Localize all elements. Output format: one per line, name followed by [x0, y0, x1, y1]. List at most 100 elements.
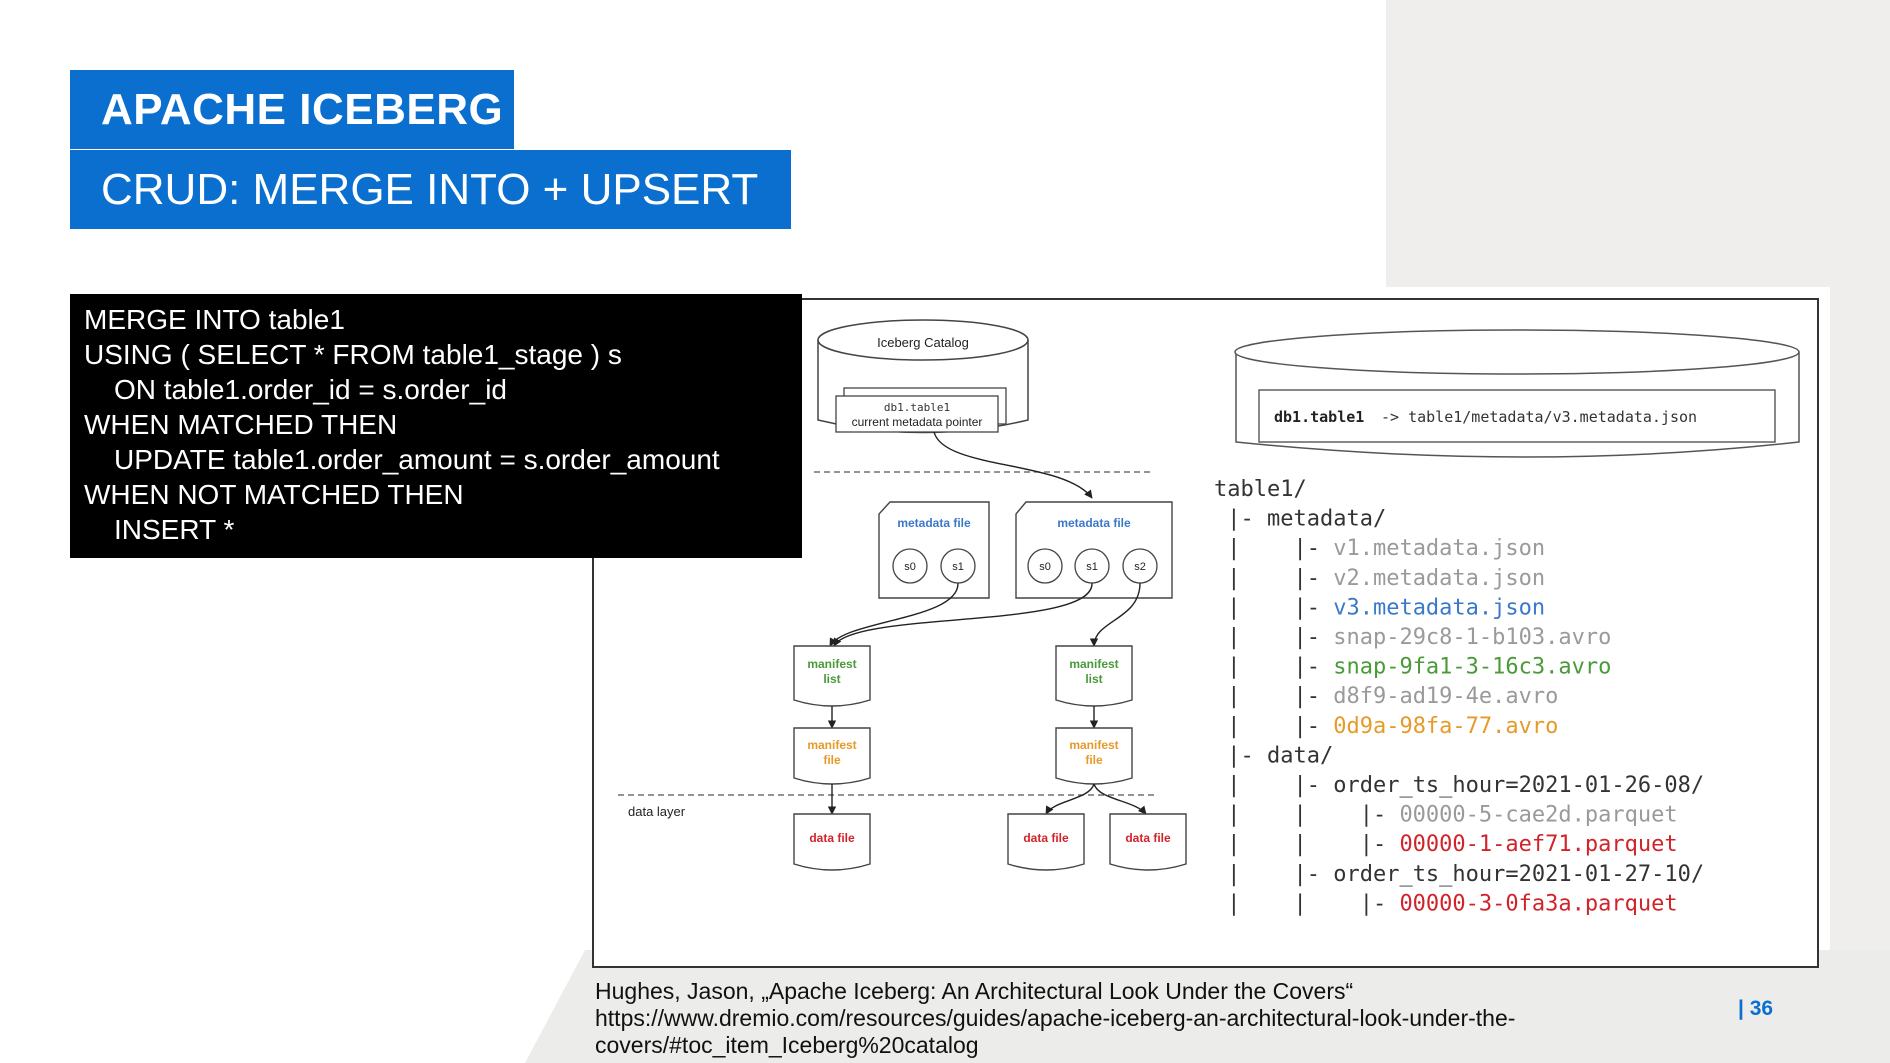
data-file-label: data file — [1023, 831, 1069, 845]
catalog-label: Iceberg Catalog — [877, 335, 969, 350]
snapshot-s2: s2 — [1134, 561, 1146, 573]
data-file-label: data file — [809, 831, 855, 845]
data-file-2: data file — [1007, 813, 1085, 871]
tree-row: | |- v1.metadata.json — [1214, 536, 1545, 561]
manifest-file-1: manifest file — [793, 727, 871, 785]
citation-url-cont[interactable]: covers/#toc_item_Iceberg%20catalog — [595, 1032, 979, 1058]
tree-row-name: snap-9fa1-3-16c3.avro — [1333, 655, 1611, 680]
tree-row-prefix: |- — [1214, 743, 1267, 768]
tree-row-name: v1.metadata.json — [1333, 536, 1545, 561]
tree-row-prefix: | |- — [1214, 862, 1333, 887]
tree-row-prefix: | |- — [1214, 595, 1333, 620]
background-footer-band — [585, 950, 1890, 1063]
manifest-list-label-1: manifest — [807, 657, 856, 671]
tree-row-name: d8f9-ad19-4e.avro — [1333, 684, 1558, 709]
background-footer-slant — [525, 950, 585, 1063]
background-panel-top-right — [1386, 0, 1890, 287]
tree-row-name: 0d9a-98fa-77.avro — [1333, 714, 1558, 739]
tree-row: table1/ — [1214, 477, 1307, 502]
data-file-label: data file — [1125, 831, 1171, 845]
tree-row-name: order_ts_hour=2021-01-26-08/ — [1333, 773, 1704, 798]
tree-row-name: snap-29c8-1-b103.avro — [1333, 625, 1611, 650]
tree-row: | |- order_ts_hour=2021-01-27-10/ — [1214, 862, 1704, 887]
manifest-list-1: manifest list — [793, 645, 871, 707]
tree-row-prefix: | |- — [1214, 714, 1333, 739]
pointer-key: db1.table1 — [1274, 408, 1364, 426]
svg-text:file: file — [1085, 753, 1103, 767]
tree-row-prefix: | | |- — [1214, 891, 1399, 916]
svg-text:file: file — [823, 753, 841, 767]
manifest-file-2: manifest file — [1055, 727, 1133, 785]
metadata-file-label: metadata file — [897, 516, 971, 530]
tree-row-prefix: |- — [1214, 507, 1267, 532]
tree-row: | |- v2.metadata.json — [1214, 566, 1545, 591]
catalog-table-label: db1.table1 — [884, 401, 950, 414]
citation-url[interactable]: https://www.dremio.com/resources/guides/… — [595, 1005, 1516, 1031]
data-file-3: data file — [1109, 813, 1187, 871]
citation-author-title: Hughes, Jason, „Apache Iceberg: An Archi… — [595, 978, 1354, 1004]
tree-row: | |- 0d9a-98fa-77.avro — [1214, 714, 1558, 739]
snapshot-s1: s1 — [1086, 561, 1098, 573]
code-line: UPDATE table1.order_amount = s.order_amo… — [114, 444, 720, 475]
tree-row: | | |- 00000-3-0fa3a.parquet — [1214, 891, 1678, 916]
slide-subtitle: CRUD: MERGE INTO + UPSERT — [70, 150, 791, 229]
tree-row: | |- snap-29c8-1-b103.avro — [1214, 625, 1611, 650]
metadata-file-1: metadata file s0 s1 — [878, 501, 990, 599]
tree-row: |- metadata/ — [1214, 507, 1386, 532]
code-line: USING ( SELECT * FROM table1_stage ) s — [84, 339, 622, 370]
catalog-pointer-label: current metadata pointer — [852, 415, 983, 429]
background-panel-right — [1830, 287, 1890, 957]
pointer-value: -> table1/metadata/v3.metadata.json — [1381, 408, 1697, 426]
tree-row-prefix: | | |- — [1214, 803, 1399, 828]
metadata-file-label: metadata file — [1057, 516, 1131, 530]
tree-row: | |- v3.metadata.json — [1214, 595, 1545, 620]
tree-row-prefix: | |- — [1214, 566, 1333, 591]
snapshot-s0: s0 — [904, 561, 916, 573]
code-line: WHEN NOT MATCHED THEN — [84, 479, 464, 510]
tree-row: | | |- 00000-5-cae2d.parquet — [1214, 803, 1678, 828]
manifest-list-label-1: manifest — [1069, 657, 1118, 671]
code-line: WHEN MATCHED THEN — [84, 409, 398, 440]
svg-text:manifest: manifest — [1069, 738, 1118, 752]
file-tree: table1/ |- metadata/ | |- v1.metadata.js… — [1214, 477, 1704, 916]
page-number: | 36 — [1738, 997, 1774, 1020]
tree-row-prefix: table1/ — [1214, 477, 1307, 502]
tree-row-name: 00000-3-0fa3a.parquet — [1399, 891, 1677, 916]
diagram-canvas: Iceberg Catalog db1.table1 current metad… — [618, 319, 1800, 916]
tree-row-name: order_ts_hour=2021-01-27-10/ — [1333, 862, 1704, 887]
tree-row-prefix: | |- — [1214, 625, 1333, 650]
tree-row-prefix: | | |- — [1214, 832, 1399, 857]
snapshot-s0: s0 — [1039, 561, 1051, 573]
tree-row: | |- order_ts_hour=2021-01-26-08/ — [1214, 773, 1704, 798]
merge-into-code-block: MERGE INTO table1 USING ( SELECT * FROM … — [70, 294, 802, 558]
slide-title: APACHE ICEBERG — [70, 70, 514, 149]
tree-row-name: data/ — [1267, 743, 1333, 768]
tree-row-name: 00000-1-aef71.parquet — [1399, 832, 1677, 857]
tree-row-name: metadata/ — [1267, 507, 1386, 532]
tree-row: | | |- 00000-1-aef71.parquet — [1214, 832, 1678, 857]
pointer-arrow — [933, 431, 1093, 499]
tree-row: | |- snap-9fa1-3-16c3.avro — [1214, 655, 1611, 680]
svg-text:manifest: manifest — [807, 738, 856, 752]
tree-row-prefix: | |- — [1214, 536, 1333, 561]
data-file-1: data file — [793, 813, 871, 871]
tree-row-prefix: | |- — [1214, 684, 1333, 709]
tree-row-name: v3.metadata.json — [1333, 595, 1545, 620]
code-line: MERGE INTO table1 — [84, 304, 345, 335]
tree-row-prefix: | |- — [1214, 773, 1333, 798]
snapshot-s1: s1 — [952, 561, 964, 573]
manifest-list-2: manifest list — [1055, 645, 1133, 707]
metastore-cylinder: db1.table1 -> table1/metadata/v3.metadat… — [1234, 329, 1800, 458]
tree-row: | |- d8f9-ad19-4e.avro — [1214, 684, 1558, 709]
metadata-file-2: metadata file s0 s1 s2 — [1015, 501, 1173, 599]
iceberg-catalog: Iceberg Catalog db1.table1 current metad… — [817, 319, 1029, 434]
manifest-list-label-2: list — [823, 672, 840, 686]
tree-row: |- data/ — [1214, 743, 1333, 768]
data-layer-label: data layer — [628, 804, 686, 819]
tree-row-name: 00000-5-cae2d.parquet — [1399, 803, 1677, 828]
code-line: INSERT * — [114, 514, 235, 545]
code-line: ON table1.order_id = s.order_id — [114, 374, 507, 405]
manifest-list-label-2: list — [1085, 672, 1102, 686]
tree-row-name: v2.metadata.json — [1333, 566, 1545, 591]
source-citation: Hughes, Jason, „Apache Iceberg: An Archi… — [595, 978, 1595, 1059]
